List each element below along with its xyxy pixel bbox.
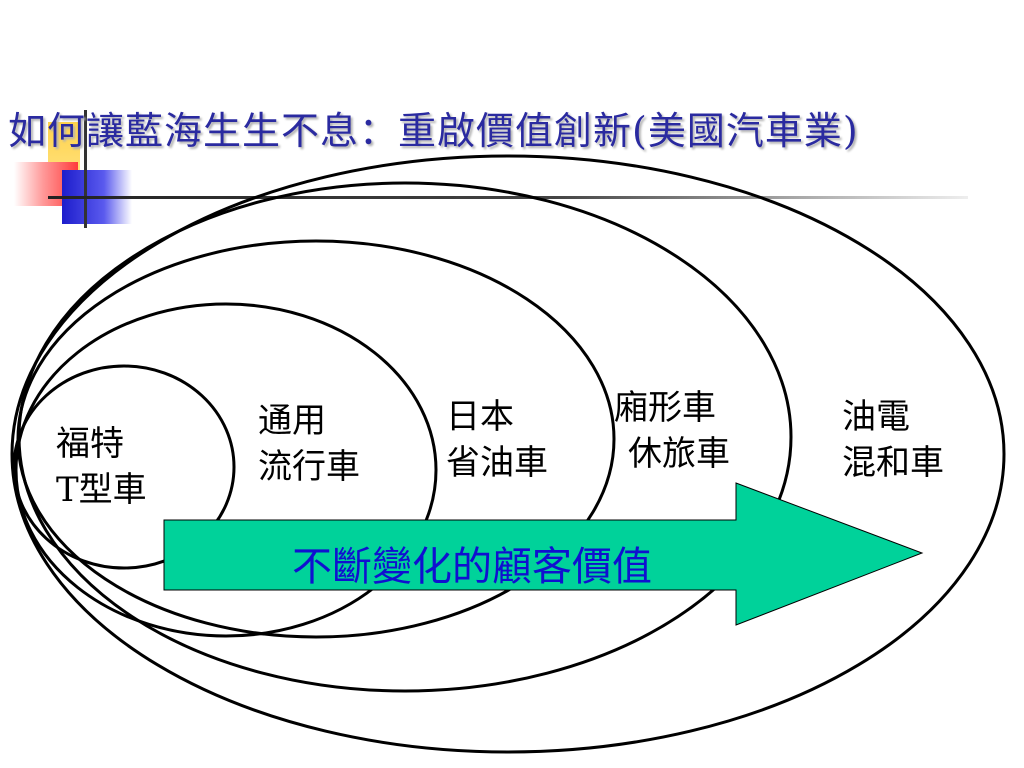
slide-title: 如何讓藍海生生不息：重啟價值創新(美國汽車業) — [8, 109, 859, 153]
circle-label-gm: 通用 流行車 — [258, 401, 360, 487]
circle-label-minivan: 廂形車 休旅車 — [614, 388, 730, 474]
value-arrow — [163, 482, 924, 626]
ellipse-hybrid — [10, 154, 1006, 754]
decor-vertical-line — [84, 110, 87, 228]
arrow-label: 不斷變化的顧客價值 — [292, 544, 652, 590]
title-underline — [48, 196, 968, 199]
ellipse-ford — [12, 364, 236, 570]
ellipse-gm — [14, 302, 438, 638]
circle-label-hybrid: 油電 混和車 — [842, 397, 944, 483]
circle-label-economy: 日本 省油車 — [446, 397, 548, 483]
circle-label-ford: 福特 T型車 — [56, 424, 147, 510]
